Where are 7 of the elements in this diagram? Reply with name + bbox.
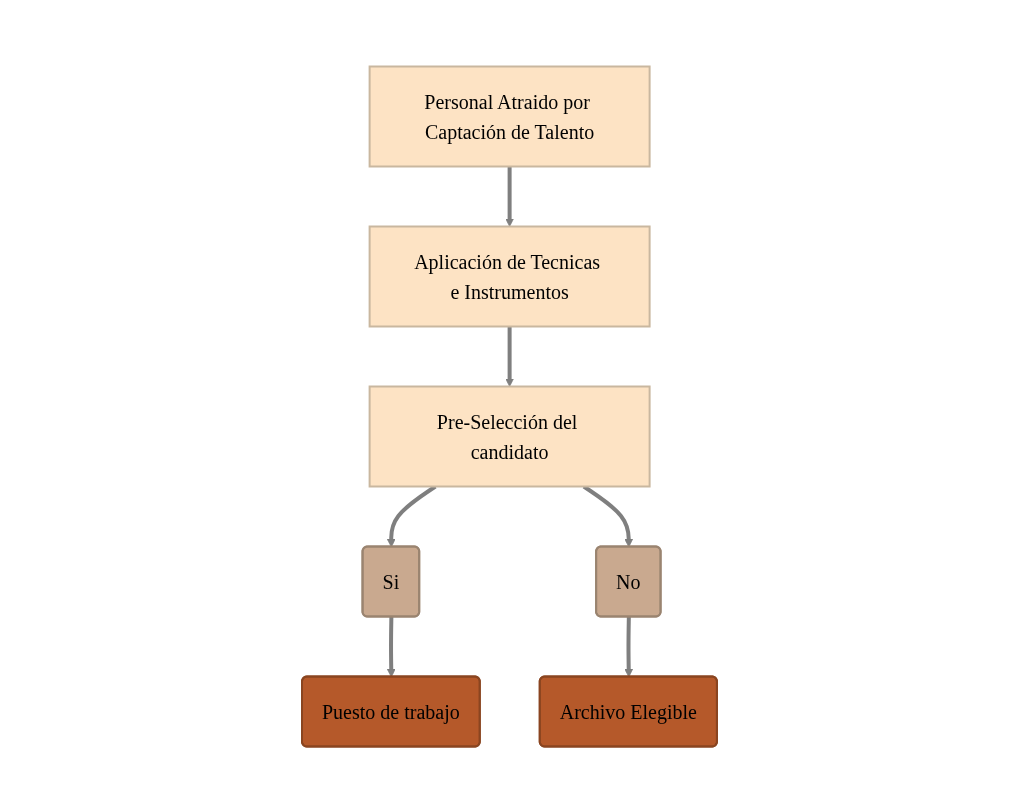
arrow: [386, 616, 396, 677]
node-box: Personal Atraido por Captación de Talento: [368, 65, 651, 167]
arrow: [623, 616, 633, 677]
arrow: [504, 166, 514, 227]
arrow: [504, 326, 514, 387]
node-box: Aplicación de Tecnicas e Instrumentos: [368, 225, 651, 327]
node-box: Pre-Selección del candidato: [368, 385, 651, 487]
